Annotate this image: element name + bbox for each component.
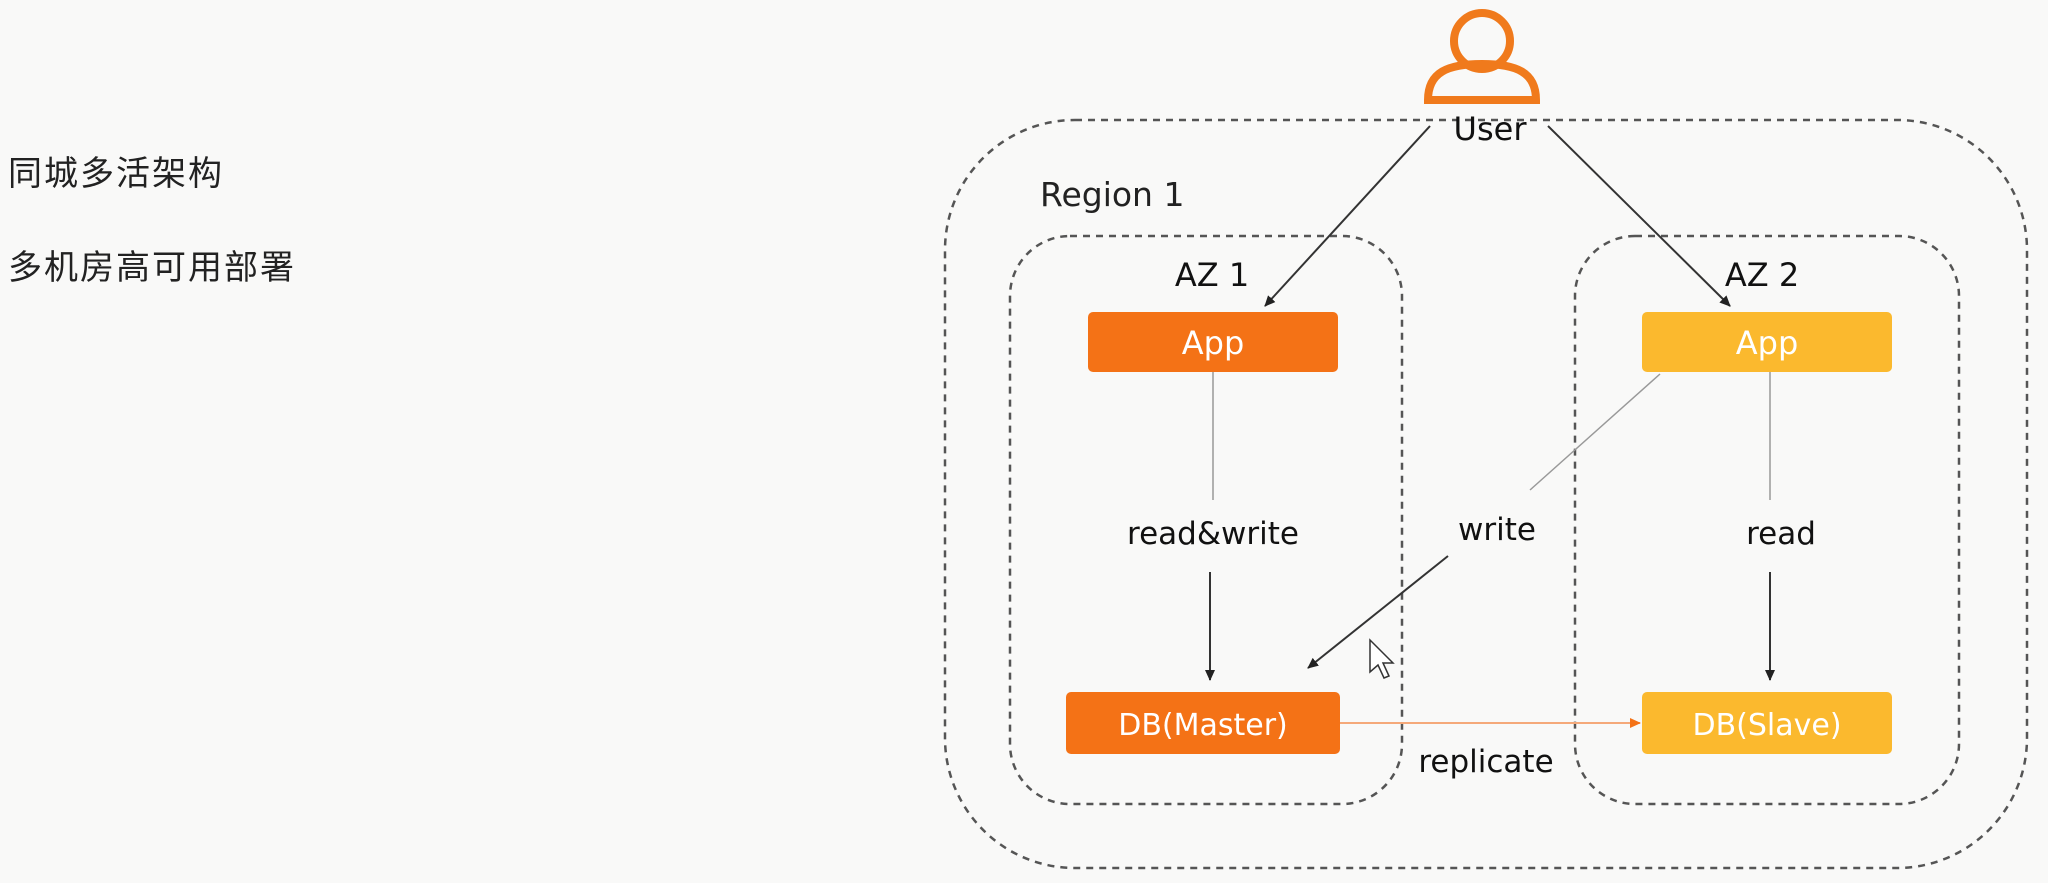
user-label: User [1454, 110, 1528, 148]
app1-box [1088, 312, 1338, 372]
edge-app2-write-top [1529, 373, 1661, 491]
db-master-label: DB(Master) [1118, 708, 1288, 743]
bullet-same-city-active: 同城多活架构 [8, 154, 224, 194]
edge-app2-write-bottom [1307, 555, 1449, 669]
edge-label-replicate: replicate [1418, 744, 1553, 780]
edge-user-to-app2 [1547, 125, 1731, 307]
edge-label-read: read [1746, 516, 1816, 552]
az2-label: AZ 2 [1725, 256, 1799, 294]
app2-box [1642, 312, 1892, 372]
edge-user-to-app1 [1264, 125, 1431, 307]
user-icon [1423, 9, 1541, 104]
az1-boundary [1008, 234, 1404, 806]
db-slave-label: DB(Slave) [1692, 708, 1841, 743]
az2-boundary [1573, 234, 1961, 806]
db-slave-box [1642, 692, 1892, 754]
db-master-box [1066, 692, 1340, 754]
mouse-cursor-icon [1369, 638, 1395, 679]
edge-label-read-write: read&write [1127, 516, 1299, 552]
edge-label-write: write [1458, 512, 1536, 548]
region-label: Region 1 [1040, 175, 1184, 214]
app1-label: App [1182, 324, 1245, 362]
app2-label: App [1736, 324, 1799, 362]
az1-label: AZ 1 [1175, 256, 1249, 294]
bullet-multi-dc-ha: 多机房高可用部署 [8, 248, 296, 288]
